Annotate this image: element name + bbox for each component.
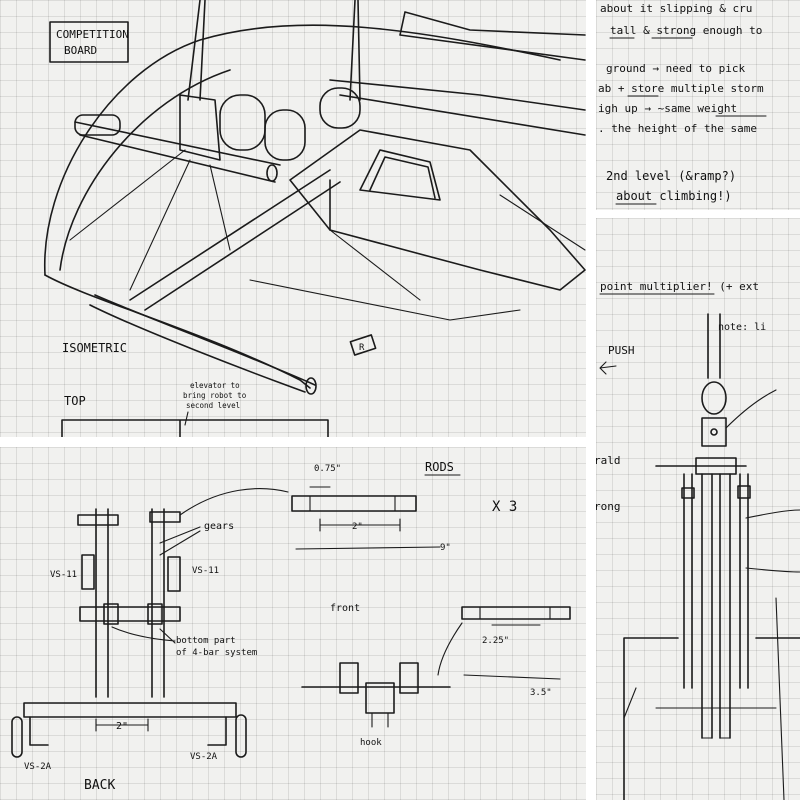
- rods-back-sketch: RODS X 3 0.75" 2" 9" gears: [0, 447, 586, 800]
- front-label: front: [330, 603, 360, 614]
- wheel-right: [235, 714, 247, 758]
- multiplier-note: point multiplier! (+ ext: [600, 280, 759, 293]
- vs11-right: VS-11: [192, 566, 219, 576]
- notes-drawing: about it slipping & cru tall & strong en…: [598, 2, 767, 205]
- mast-left: [187, 0, 206, 101]
- competition-board-sketch: COMPETITION BOARD: [0, 0, 586, 437]
- left-word-1: rald: [596, 454, 621, 467]
- note-line-6: . the height of the same: [598, 122, 757, 135]
- left-post: [95, 508, 109, 698]
- top-view-outline: [61, 419, 329, 437]
- tube-upper: [74, 121, 281, 183]
- board-outer-curve: [44, 24, 561, 276]
- board-label-line2: BOARD: [64, 44, 97, 57]
- inner-rails: [701, 473, 731, 739]
- dim-9: 9": [440, 543, 451, 553]
- mast-joint: [701, 417, 727, 447]
- elevator-note-line2: bring robot to: [183, 391, 247, 400]
- rods-drawing: RODS X 3 0.75" 2" 9" gears: [11, 460, 571, 793]
- isometric-label: ISOMETRIC: [62, 341, 127, 355]
- vs2a-right: VS-2A: [190, 752, 218, 762]
- vs11-left: VS-11: [50, 570, 77, 580]
- mast-top: [707, 313, 721, 379]
- pointer-arrow: [179, 488, 289, 516]
- note-line-3: ground → need to pick: [606, 62, 745, 75]
- hook-body: [365, 682, 395, 714]
- hub-cylinder-3: [319, 87, 361, 129]
- motor-right: [167, 556, 181, 592]
- tag-box: [349, 334, 377, 356]
- cross-bar: [79, 606, 181, 622]
- dim-2-bottom: 2": [116, 721, 128, 732]
- note-line-2: tall & strong enough to: [610, 24, 762, 37]
- motor-left: [81, 554, 95, 590]
- note-line-1: about it slipping & cru: [600, 2, 752, 15]
- climber-sketch: point multiplier! (+ ext note: li PUSH r…: [596, 218, 800, 800]
- wheel-left: [11, 716, 23, 758]
- dim-2-top: 2": [352, 522, 363, 532]
- tube-lower: [89, 294, 316, 393]
- bottom-part-line1: bottom part: [176, 636, 236, 646]
- bottom-part-line2: of 4-bar system: [176, 648, 257, 658]
- notes-page: about it slipping & cru tall & strong en…: [596, 0, 800, 210]
- note-line-8: about climbing!): [616, 189, 732, 203]
- right-post: [151, 508, 165, 698]
- note-line-5: igh up → ~same weight: [598, 102, 737, 115]
- tag-label: R: [359, 343, 365, 353]
- push-label: PUSH: [608, 344, 635, 357]
- upper-arm: [399, 11, 586, 61]
- note-line-7: 2nd level (&ramp?): [606, 169, 736, 183]
- hook-label: hook: [360, 738, 382, 748]
- rod-front: [461, 606, 571, 620]
- dim-075: 0.75": [314, 464, 341, 474]
- board-label-line1: COMPETITION: [56, 28, 129, 41]
- rod-long: [291, 495, 417, 512]
- vs2a-left: VS-2A: [24, 762, 52, 772]
- mast-right: [349, 0, 361, 101]
- note-line-4: ab + store multiple storm: [598, 82, 764, 95]
- elevator-note-line1: elevator to: [190, 381, 240, 390]
- base-plate: [23, 702, 237, 718]
- climber-drawing: point multiplier! (+ ext note: li PUSH r…: [596, 280, 800, 800]
- dim-35: 3.5": [530, 688, 552, 698]
- diagonal-beam: [129, 169, 341, 311]
- left-word-2: rong: [596, 500, 621, 513]
- board-label-box: [49, 21, 129, 63]
- dim-225: 2.25": [482, 636, 509, 646]
- gears-label: gears: [204, 521, 234, 532]
- central-body: [289, 129, 586, 291]
- hub-cylinder-1: [219, 94, 266, 151]
- times-label: X 3: [492, 499, 517, 515]
- board-drawing: COMPETITION BOARD: [44, 0, 586, 437]
- back-label: BACK: [84, 778, 115, 793]
- hub-cylinder-2: [264, 109, 306, 161]
- top-label: TOP: [64, 394, 86, 408]
- elevator-note-line3: second level: [186, 401, 240, 410]
- note-label: note: li: [718, 322, 766, 333]
- rods-label: RODS: [425, 460, 454, 474]
- ramp-window: [359, 149, 441, 201]
